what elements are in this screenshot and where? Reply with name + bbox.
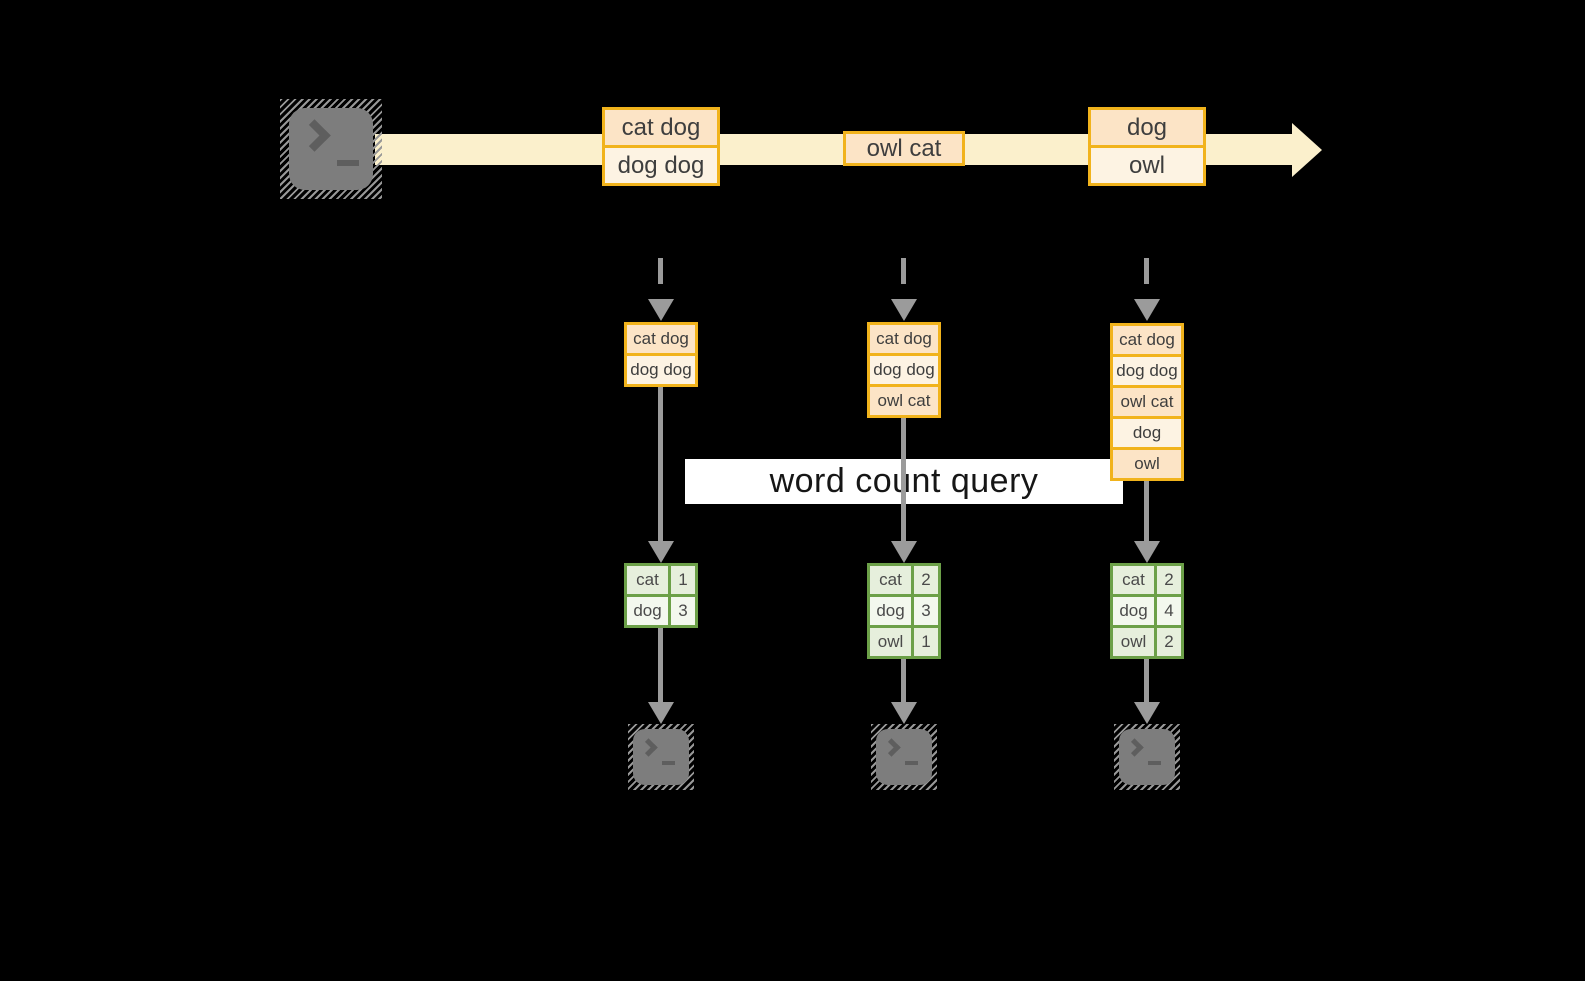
count-word: cat (1113, 566, 1154, 594)
terminal-screen (289, 108, 373, 190)
terminal-screen (1119, 729, 1175, 785)
arrow-line (658, 628, 663, 703)
count-word: dog (627, 597, 668, 625)
source-terminal-icon (280, 99, 382, 199)
arrow-head (1134, 702, 1160, 724)
arrow-line (901, 418, 906, 542)
arrow-head (891, 541, 917, 563)
count-word: cat (870, 566, 911, 594)
state-row: cat dog (627, 325, 695, 353)
state-row: dog dog (870, 356, 938, 384)
count-word: owl (1113, 628, 1154, 656)
dashed-arrow-line (901, 258, 906, 296)
count-value: 3 (914, 597, 938, 625)
state-row: cat dog (1113, 326, 1181, 354)
event-box-2: owl cat (843, 131, 965, 166)
sink-terminal-icon (871, 724, 937, 790)
state-row: owl (1113, 450, 1181, 478)
event-box-3: dog owl (1088, 107, 1206, 186)
dashed-arrow-line (1144, 258, 1149, 296)
state-row: cat dog (870, 325, 938, 353)
arrow-head (648, 541, 674, 563)
state-row: dog (1113, 419, 1181, 447)
count-table-2: cat 2 dog 3 owl 1 (867, 563, 941, 659)
dashed-arrow-head (1134, 299, 1160, 321)
count-value: 3 (671, 597, 695, 625)
count-value: 2 (1157, 628, 1181, 656)
state-row: owl cat (1113, 388, 1181, 416)
terminal-screen (633, 729, 689, 785)
event-row: dog dog (605, 148, 717, 183)
count-value: 1 (671, 566, 695, 594)
arrow-line (1144, 481, 1149, 542)
dashed-arrow-line (658, 258, 663, 296)
arrow-head (891, 702, 917, 724)
count-table-1: cat 1 dog 3 (624, 563, 698, 628)
count-value: 2 (914, 566, 938, 594)
count-word: owl (870, 628, 911, 656)
terminal-screen (876, 729, 932, 785)
arrow-line (658, 387, 663, 542)
state-box-1: cat dog dog dog (624, 322, 698, 387)
event-row: dog (1091, 110, 1203, 145)
count-word: cat (627, 566, 668, 594)
arrow-head (1134, 541, 1160, 563)
prompt-cursor-icon (905, 761, 918, 765)
count-value: 2 (1157, 566, 1181, 594)
sink-terminal-icon (628, 724, 694, 790)
event-row: owl cat (846, 134, 962, 163)
prompt-cursor-icon (337, 160, 359, 166)
count-value: 1 (914, 628, 938, 656)
stream-arrow-head (1292, 123, 1322, 177)
prompt-cursor-icon (662, 761, 675, 765)
prompt-chevron-icon (298, 119, 331, 152)
prompt-chevron-icon (639, 738, 658, 757)
arrow-line (1144, 659, 1149, 703)
sink-terminal-icon (1114, 724, 1180, 790)
prompt-chevron-icon (882, 738, 901, 757)
arrow-head (648, 702, 674, 724)
prompt-cursor-icon (1148, 761, 1161, 765)
count-word: dog (1113, 597, 1154, 625)
state-row: dog dog (1113, 357, 1181, 385)
event-row: cat dog (605, 110, 717, 145)
state-box-2: cat dog dog dog owl cat (867, 322, 941, 418)
dashed-arrow-head (648, 299, 674, 321)
arrow-line (901, 659, 906, 703)
count-table-3: cat 2 dog 4 owl 2 (1110, 563, 1184, 659)
event-box-1: cat dog dog dog (602, 107, 720, 186)
state-box-3: cat dog dog dog owl cat dog owl (1110, 323, 1184, 481)
state-row: dog dog (627, 356, 695, 384)
state-row: owl cat (870, 387, 938, 415)
event-row: owl (1091, 148, 1203, 183)
dashed-arrow-head (891, 299, 917, 321)
count-word: dog (870, 597, 911, 625)
count-value: 4 (1157, 597, 1181, 625)
prompt-chevron-icon (1125, 738, 1144, 757)
